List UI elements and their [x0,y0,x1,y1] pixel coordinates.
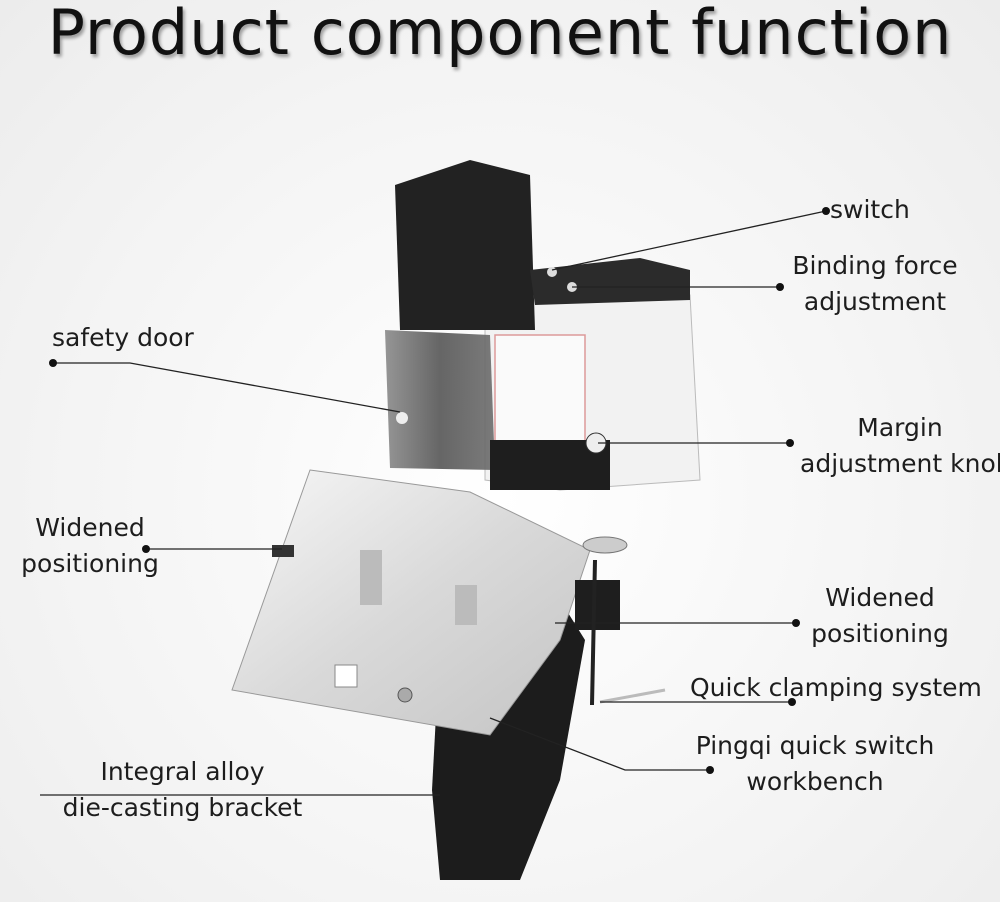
safety-door-marker [396,412,408,424]
label-widened-left: Widened positioning [10,510,170,582]
label-binding-force: Binding force adjustment [770,248,980,320]
tray-window [334,664,358,688]
label-binding-line1: Binding force [792,251,958,280]
label-integral-bracket: Integral alloy die-casting bracket [50,754,315,826]
clamp-handle [599,688,666,704]
switch-icon [547,267,557,277]
label-widened-right-line1: Widened [825,583,935,612]
label-integral-line1: Integral alloy [100,757,265,786]
clamp-disc [582,536,628,554]
leader-lines [40,210,827,796]
tray-slot [360,550,382,605]
label-margin-line1: Margin [857,413,943,442]
clamp-rod [590,559,597,706]
label-widened-right-line2: positioning [811,619,949,648]
label-switch: switch [830,195,910,224]
stapler-head [395,160,535,330]
label-widened-left-line1: Widened [35,513,145,542]
tray-screw-icon [397,687,413,703]
label-pingqi-line2: workbench [746,767,884,796]
label-safety-door: safety door [52,323,194,352]
left-positioning-guide [272,545,294,557]
warning-sticker [494,334,586,446]
label-pingqi-line1: Pingqi quick switch [695,731,935,760]
switch-housing [530,258,690,305]
label-margin-line2: adjustment knob [800,449,1000,478]
label-quick-clamping: Quick clamping system [690,673,982,702]
label-widened-left-line2: positioning [21,549,159,578]
tray-slot [455,585,477,625]
label-widened-right: Widened positioning [795,580,965,652]
workbench-tray [231,469,591,736]
safety-door [385,330,495,470]
label-margin-knob: Margin adjustment knob [800,410,1000,482]
leader-dots [49,207,830,774]
label-integral-line2: die-casting bracket [62,793,303,822]
label-binding-line2: adjustment [803,287,947,316]
label-pingqi: Pingqi quick switch workbench [680,728,950,800]
clamp [575,580,620,630]
page-title: Product component function [47,0,953,69]
